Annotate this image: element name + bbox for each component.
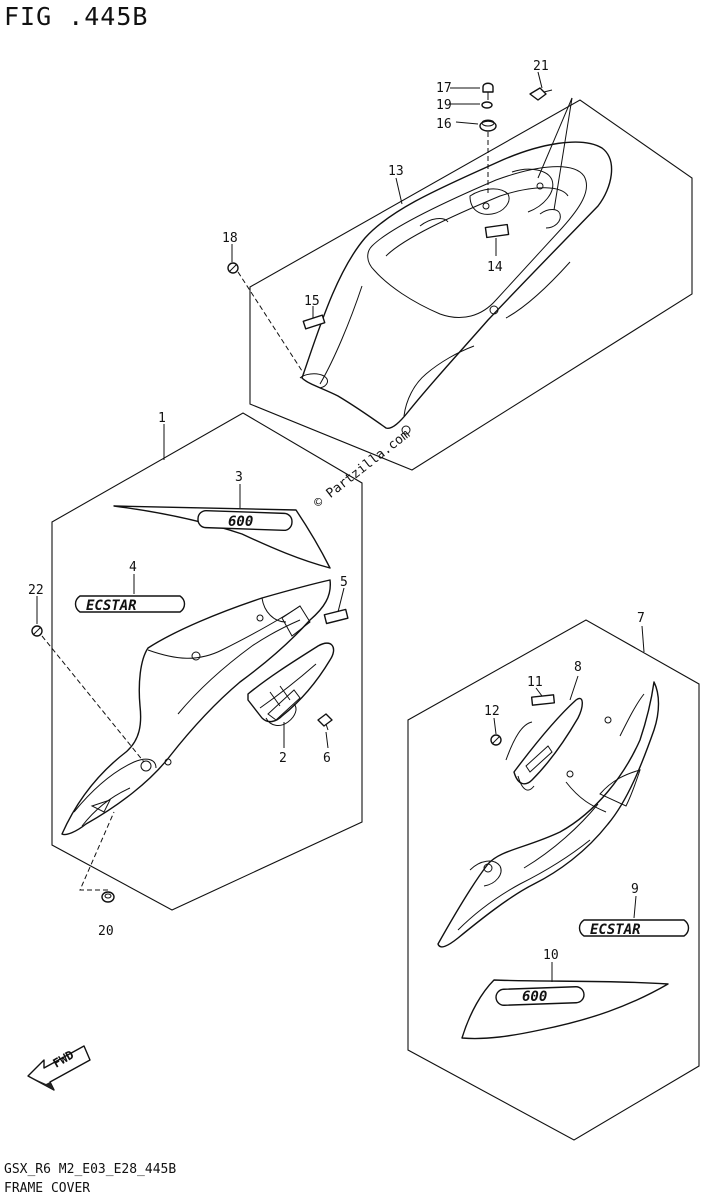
callout-19: 19: [436, 98, 452, 113]
decal-9-text: ECSTAR: [590, 922, 641, 938]
diagram-code: GSX_R6 M2_E03_E28_445B: [4, 1162, 177, 1177]
callout-11: 11: [527, 675, 543, 690]
label-5[interactable]: [323, 608, 349, 625]
callout-1: 1: [158, 411, 166, 426]
seat-tail-frame: [249, 99, 693, 471]
callout-17: 17: [436, 81, 452, 96]
washer-19[interactable]: [481, 101, 493, 109]
decal-10[interactable]: 600: [461, 979, 669, 1040]
bracket-2[interactable]: [247, 642, 335, 726]
callout-2: 2: [279, 751, 287, 766]
label-11[interactable]: [530, 694, 556, 706]
seat-tail-cover[interactable]: [299, 141, 613, 435]
callout-7: 7: [637, 611, 645, 626]
left-frame-cover[interactable]: [61, 579, 331, 836]
bolt-17[interactable]: [482, 82, 494, 100]
callout-21: 21: [533, 59, 549, 74]
diagram-name: FRAME COVER: [4, 1181, 91, 1196]
decal-4[interactable]: ECSTAR: [74, 595, 186, 614]
label-14[interactable]: [484, 223, 510, 239]
decal-4-text: ECSTAR: [86, 598, 137, 614]
screw-12[interactable]: [490, 734, 502, 746]
bolt-21[interactable]: [529, 87, 553, 101]
callout-18: 18: [222, 231, 238, 246]
label-15[interactable]: [302, 314, 326, 330]
fwd-arrow-icon: FWD: [27, 1045, 91, 1091]
screw-6[interactable]: [317, 713, 333, 731]
callout-15: 15: [304, 294, 320, 309]
bracket-8[interactable]: [505, 697, 583, 791]
callout-9: 9: [631, 882, 639, 897]
left-cover-frame: [51, 412, 363, 911]
right-frame-cover[interactable]: [437, 681, 660, 948]
callout-10: 10: [543, 948, 559, 963]
decal-3[interactable]: 600: [113, 505, 331, 569]
nut-20[interactable]: [101, 891, 115, 903]
decal-3-text: 600: [228, 514, 253, 530]
decal-9[interactable]: ECSTAR: [578, 919, 690, 938]
callout-8: 8: [574, 660, 582, 675]
callout-12: 12: [484, 704, 500, 719]
callout-13: 13: [388, 164, 404, 179]
figure-title: FIG .445B: [4, 2, 149, 31]
callout-14: 14: [487, 260, 503, 275]
callout-22: 22: [28, 583, 44, 598]
callout-3: 3: [235, 470, 243, 485]
callout-5: 5: [340, 575, 348, 590]
callout-6: 6: [323, 751, 331, 766]
cushion-16[interactable]: [479, 119, 497, 132]
callout-20: 20: [98, 924, 114, 939]
callout-16: 16: [436, 117, 452, 132]
bolt-18[interactable]: [227, 262, 239, 274]
screw-22[interactable]: [31, 625, 43, 637]
decal-10-text: 600: [522, 989, 547, 1005]
callout-4: 4: [129, 560, 137, 575]
right-cover-frame: [407, 619, 700, 1141]
